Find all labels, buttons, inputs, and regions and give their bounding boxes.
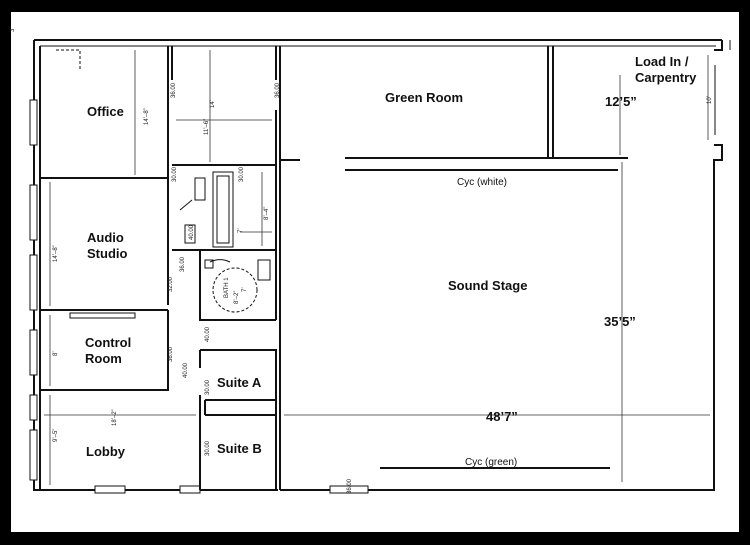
dimension-lines <box>44 50 710 485</box>
control-height-dim: 8’ <box>53 351 59 356</box>
hall-width-dim: 7’ <box>238 228 244 233</box>
lobby-label: Lobby <box>86 444 126 459</box>
door-dim-36b: 36.00 <box>275 82 281 98</box>
office-label: Office <box>87 104 124 119</box>
interior-walls <box>39 46 628 490</box>
bath-depth-dim: 7’ <box>242 287 248 292</box>
control-room-label-line1: Control <box>85 335 131 350</box>
stage-depth-dim: 35’5” <box>604 314 636 329</box>
load-in-label-line2: Carpentry <box>635 70 697 85</box>
paper-sheet <box>11 12 739 532</box>
door-dim-32: 32.00 <box>168 276 174 292</box>
cyc-white-label: Cyc (white) <box>457 177 507 188</box>
stage-width-dim: 48’7” <box>486 409 518 424</box>
door-dim-30b: 30.00 <box>239 166 245 182</box>
cyc-lines <box>345 169 618 469</box>
door-dim-40b: 40.00 <box>205 326 211 342</box>
door-dim-30a: 30.00 <box>172 166 178 182</box>
audio-studio-label-line2: Studio <box>87 246 127 261</box>
lobby-height-dim: 9’–5” <box>53 429 59 442</box>
door-dim-36d: 36.00 <box>168 346 174 362</box>
door-dim-30d: 30.00 <box>205 440 211 456</box>
door-10-dim: 10’ <box>707 96 713 104</box>
top-3-dim: 3’ <box>10 27 16 32</box>
door-dim-30c: 30.00 <box>205 379 211 395</box>
fixtures <box>56 40 731 313</box>
hall-height-dim: 8’–4” <box>264 207 270 220</box>
control-room-label-line2: Room <box>85 351 122 366</box>
cyc-green-label: Cyc (green) <box>465 457 517 468</box>
door-dim-36a: 36.00 <box>171 82 177 98</box>
sound-stage-label: Sound Stage <box>448 278 527 293</box>
office-width-dim: 14’ <box>210 100 216 108</box>
bath-label: BATH 1 <box>224 277 230 298</box>
load-width-dim: 12’5” <box>605 94 637 109</box>
green-room-label: Green Room <box>385 90 463 105</box>
window-markers <box>29 99 369 494</box>
door-dim-36c: 36.00 <box>180 256 186 272</box>
suite-b-label: Suite B <box>217 441 262 456</box>
bath-width-dim: 8’–2” <box>234 291 240 304</box>
corridor-dim: 11’–6” <box>204 119 210 135</box>
load-in-label-line1: Load In / <box>635 54 689 69</box>
office-height-dim: 14’–8” <box>144 108 150 125</box>
audio-studio-label-line1: Audio <box>87 230 124 245</box>
audio-height-dim: 14’–8” <box>53 245 59 262</box>
door-dim-40a: 40.00 <box>189 224 195 240</box>
door-dim-40c: 40.00 <box>183 362 189 378</box>
door-dim-36e: 36.00 <box>347 478 353 494</box>
lobby-width-dim: 18’–2” <box>112 409 118 426</box>
suite-a-label: Suite A <box>217 375 262 390</box>
